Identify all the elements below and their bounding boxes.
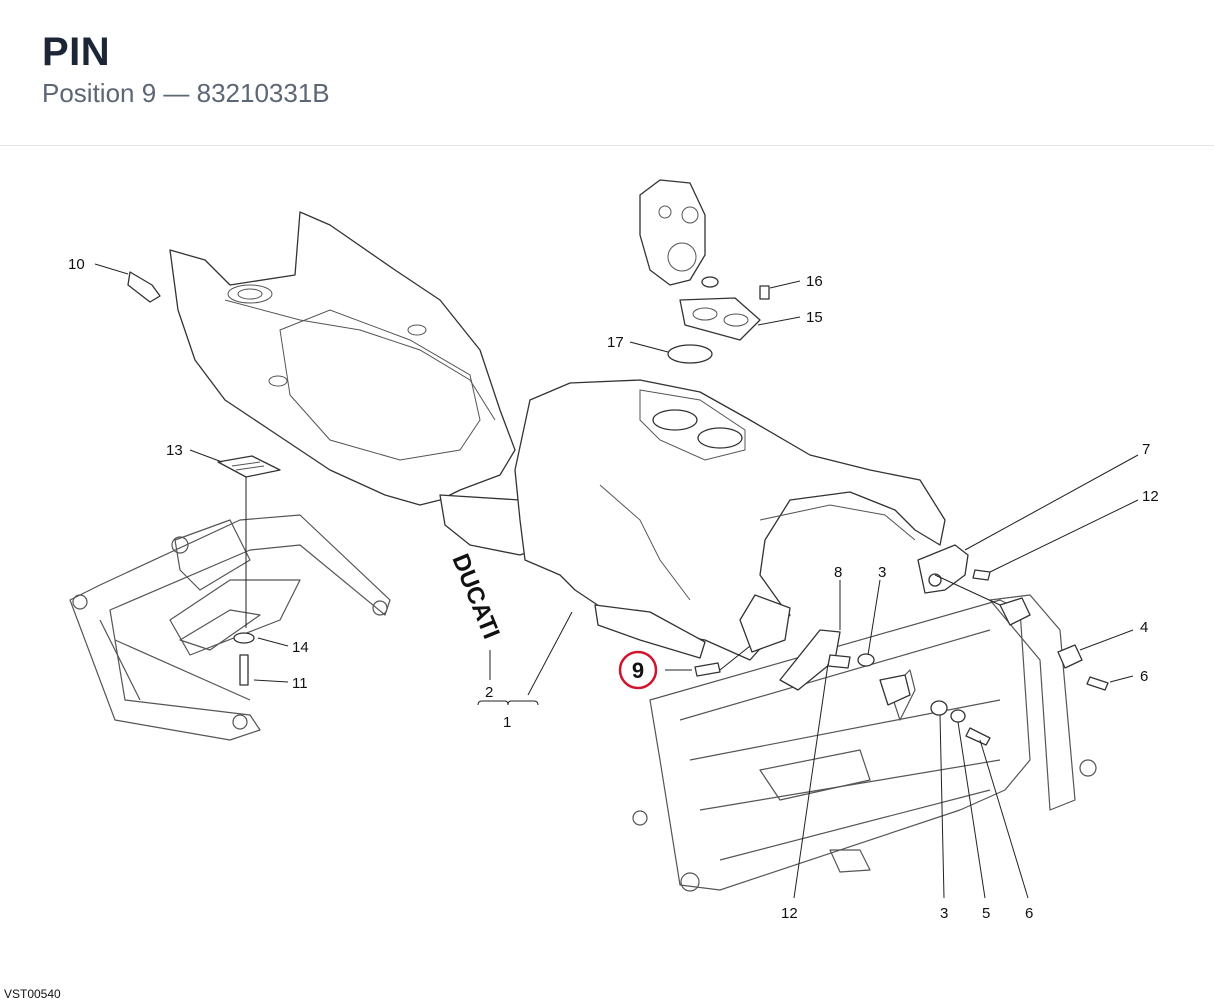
callout-6-upper: 6 (1140, 668, 1148, 685)
callout-7: 7 (1142, 441, 1150, 458)
fuel-cap-assembly (639, 179, 770, 364)
callout-17: 17 (607, 334, 624, 351)
fuel-tank (514, 379, 946, 661)
drawing-code: VST00540 (4, 987, 61, 1001)
callout-9: 9 (632, 658, 644, 683)
highlight-ring (618, 650, 658, 690)
main-frame (632, 594, 1097, 892)
callout-3-lower: 3 (940, 905, 948, 922)
callout-2: 2 (485, 684, 493, 701)
callout-11: 11 (292, 675, 308, 692)
highlighted-callout-9[interactable]: 9 (618, 650, 658, 690)
callout-5: 5 (982, 905, 990, 922)
seat-pad-13 (217, 455, 281, 478)
ducati-logo-decal: DUCATI (446, 550, 504, 643)
callout-14: 14 (292, 639, 309, 656)
callout-6-lower: 6 (1025, 905, 1033, 922)
mounting-hardware (127, 271, 1109, 746)
callout-8: 8 (834, 564, 842, 581)
page-title: PIN (42, 30, 111, 74)
callout-10: 10 (68, 256, 85, 273)
callout-12-upper: 12 (1142, 488, 1159, 505)
page-header: PIN Position 9 — 83210331B (0, 0, 1214, 146)
callout-15: 15 (806, 309, 823, 326)
callouts: 10 13 14 11 17 16 15 7 12 8 3 4 6 2 1 12… (68, 256, 1159, 922)
rear-subframe (69, 514, 391, 741)
page-subtitle: Position 9 — 83210331B (42, 78, 330, 108)
exploded-parts-diagram: DUCATI 10 13 14 11 17 16 15 (68, 179, 1159, 922)
seat-tail (169, 211, 551, 556)
callout-12-lower: 12 (781, 905, 798, 922)
callout-4: 4 (1140, 619, 1148, 636)
callout-1: 1 (503, 714, 511, 731)
callout-13: 13 (166, 442, 183, 459)
ducati-logo-text: DUCATI (446, 550, 504, 643)
leader-lines (94, 263, 1139, 899)
callout-3-upper: 3 (878, 564, 886, 581)
callout-16: 16 (806, 273, 823, 290)
